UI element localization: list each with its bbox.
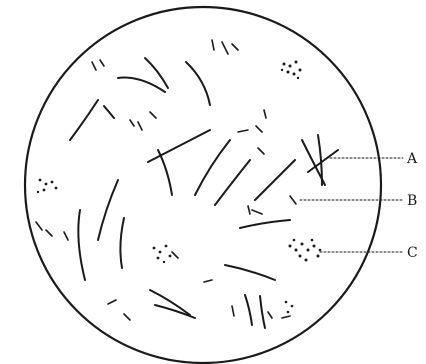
leader-lines: [300, 158, 403, 252]
label-a: A: [406, 151, 418, 167]
label-c: C: [407, 245, 418, 261]
label-b: B: [407, 193, 417, 209]
short-rods: [36, 40, 296, 320]
filaments: [70, 58, 338, 328]
field-of-view-circle: [25, 7, 381, 363]
dot-clusters: [37, 61, 322, 314]
